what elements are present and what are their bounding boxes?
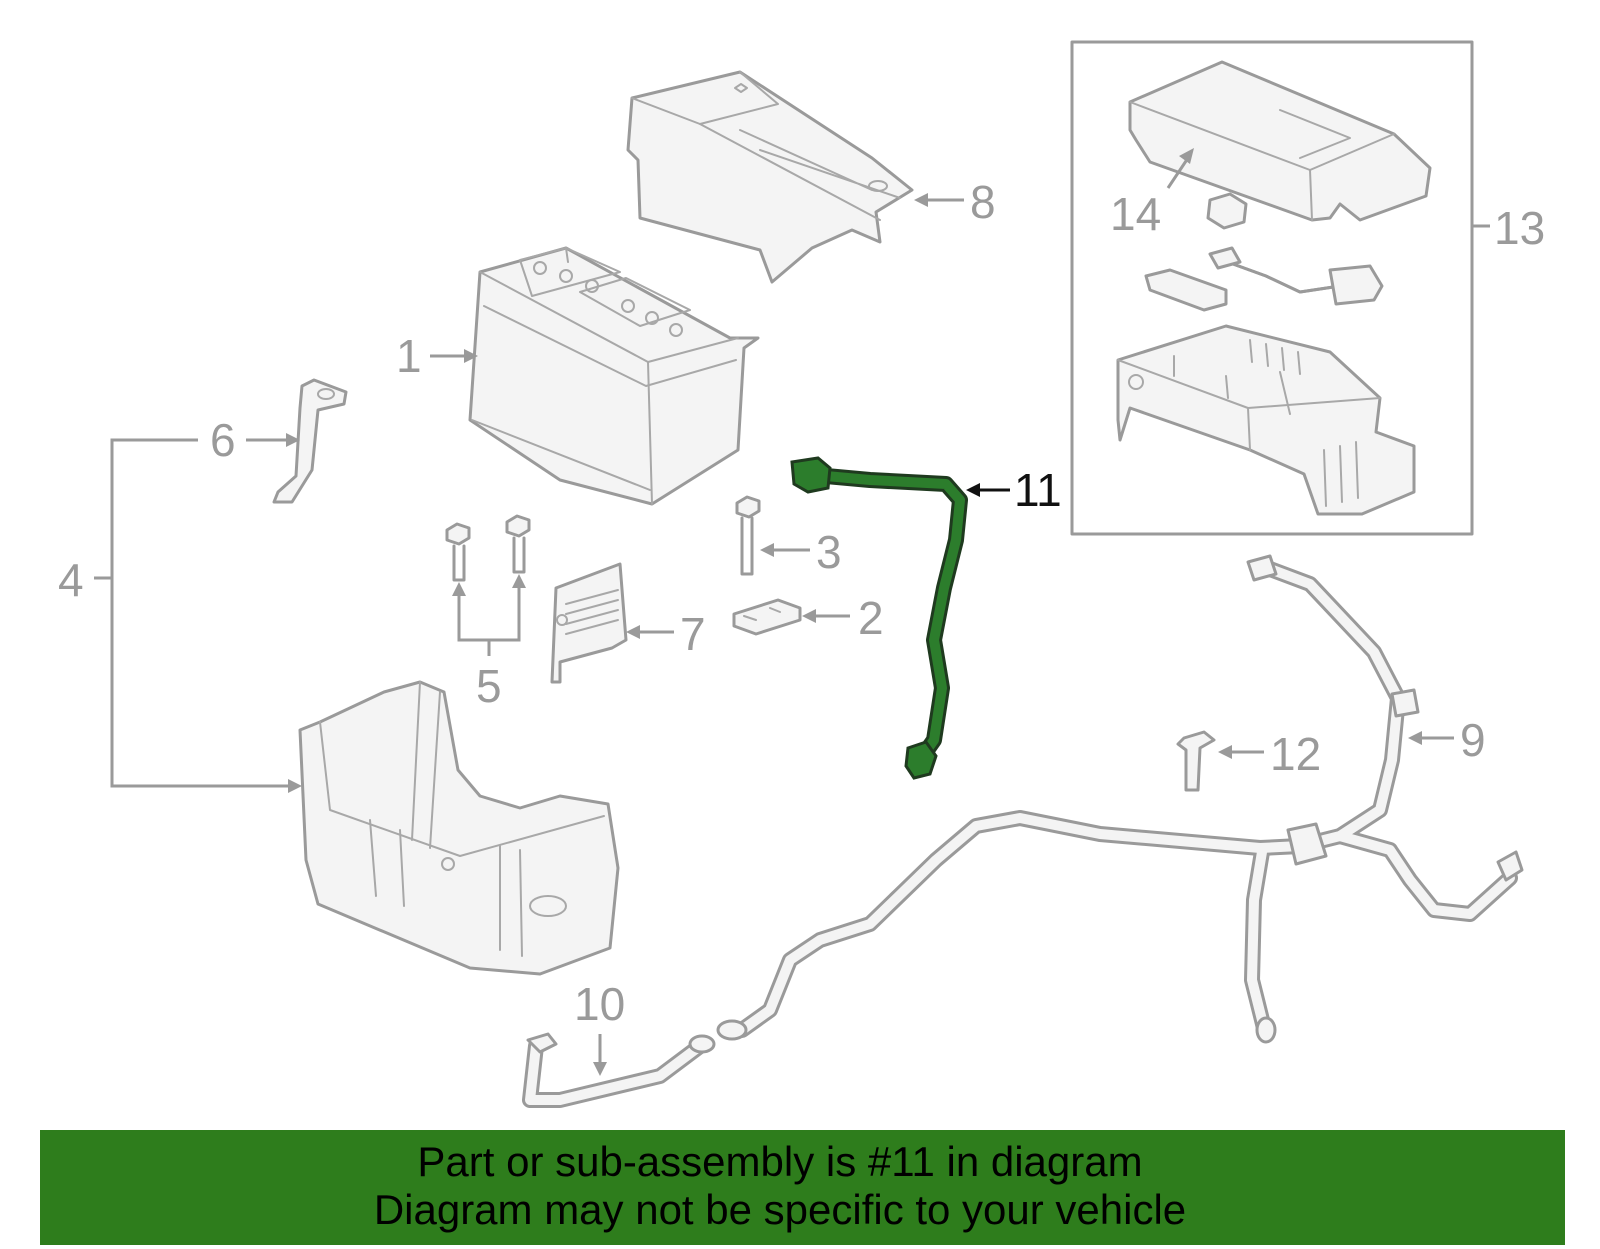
callout-7: 7 — [680, 608, 706, 660]
callout-9: 9 — [1460, 714, 1486, 766]
leader-lines — [94, 148, 1490, 1076]
part-13-fuse-block-assembly[interactable] — [1070, 40, 1474, 536]
part-7-bracket[interactable] — [550, 562, 628, 684]
part-11-battery-cable[interactable] — [790, 456, 968, 780]
part-5-bolts[interactable] — [445, 514, 531, 582]
callout-3: 3 — [816, 526, 842, 578]
part-6-hold-down-rod[interactable] — [272, 378, 348, 504]
callout-5: 5 — [476, 660, 502, 712]
part-12-terminal[interactable] — [1176, 730, 1216, 792]
callout-6: 6 — [210, 414, 236, 466]
part-2-clamp[interactable] — [732, 598, 802, 636]
callout-11: 11 — [1014, 464, 1062, 516]
callout-8: 8 — [970, 176, 996, 228]
banner-disclaimer: Diagram may not be specific to your vehi… — [373, 1186, 1187, 1233]
leader-line-11 — [966, 483, 1010, 497]
part-4-battery-tray[interactable] — [298, 680, 620, 976]
callout-4: 4 — [58, 554, 84, 606]
part-9-wiring-harness[interactable] — [716, 554, 1524, 1044]
callout-14: 14 — [1110, 188, 1161, 240]
callout-2: 2 — [858, 592, 884, 644]
part-14-fuse-block-cover[interactable] — [1128, 60, 1432, 222]
part-3-bolt[interactable] — [735, 495, 761, 576]
callout-13: 13 — [1494, 202, 1545, 254]
part-10-ground-strap[interactable] — [522, 1032, 716, 1108]
part-8-battery-cover[interactable] — [626, 70, 914, 284]
callout-12: 12 — [1270, 728, 1321, 780]
callout-1: 1 — [396, 330, 422, 382]
info-banner: Part or sub-assembly is #11 in diagram D… — [40, 1130, 1565, 1245]
banner-part-note: Part or sub-assembly is #11 in diagram — [417, 1138, 1143, 1185]
part-1-battery[interactable] — [468, 246, 760, 506]
callout-10: 10 — [574, 978, 625, 1030]
